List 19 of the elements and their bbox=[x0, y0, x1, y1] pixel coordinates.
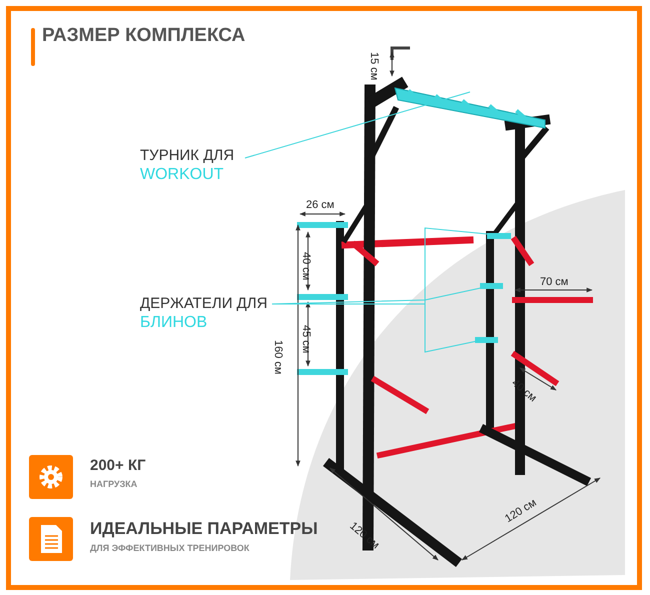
dimension-label: 70 см bbox=[540, 276, 568, 288]
dimension-label: 40 см bbox=[509, 377, 539, 404]
dimension-label: 160 см bbox=[272, 340, 284, 374]
dimension-label: 15 см bbox=[368, 52, 380, 80]
feature-heading: 200+ КГ bbox=[90, 457, 146, 474]
feature-subtext: ДЛЯ ЭФФЕКТИВНЫХ ТРЕНИРОВОК bbox=[90, 543, 250, 553]
dimension-label: 120 см bbox=[347, 520, 382, 552]
highlight-text: WORKOUT bbox=[140, 166, 224, 183]
leader-line bbox=[244, 92, 470, 158]
feature-heading: ИДЕАЛЬНЫЕ ПАРАМЕТРЫ bbox=[90, 519, 318, 539]
title: РАЗМЕР КОМПЛЕКСА bbox=[42, 25, 246, 47]
callout-text: ТУРНИК ДЛЯ bbox=[140, 147, 234, 164]
dimension-label: 26 см bbox=[306, 199, 334, 211]
dimension-label: 45 см bbox=[300, 325, 312, 354]
highlight-text: БЛИНОВ bbox=[140, 314, 208, 331]
dimension-label: 40 см bbox=[300, 252, 312, 280]
callout-text: ДЕРЖАТЕЛИ ДЛЯ bbox=[140, 295, 268, 312]
feature-subtext: НАГРУЗКА bbox=[90, 479, 138, 489]
dimension-label: 120 см bbox=[503, 496, 539, 526]
